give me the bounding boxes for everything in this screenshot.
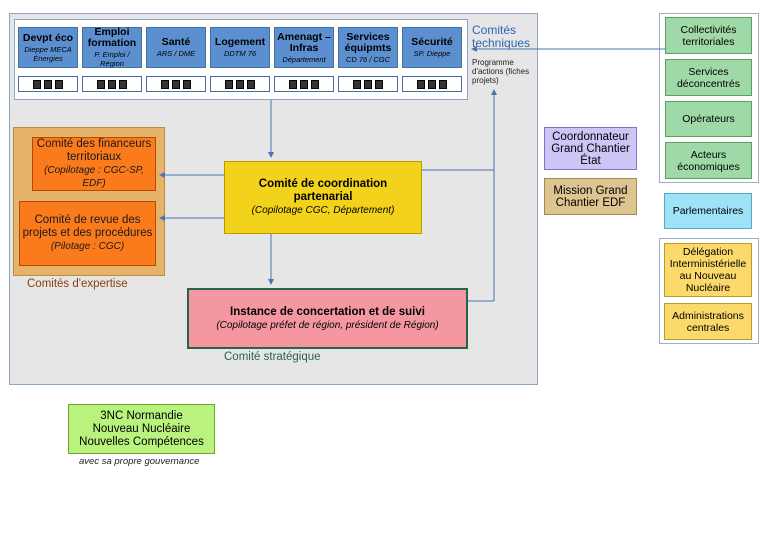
instance-title: Instance de concertation et de suivi <box>230 305 425 318</box>
document-icon <box>55 79 63 89</box>
theme-sub: DDTM 76 <box>223 49 257 58</box>
administrations-label: Administrations centrales <box>672 309 744 334</box>
document-icon <box>247 79 255 89</box>
theme-sub: CD 76 / CGC <box>345 54 391 64</box>
operateurs-box[interactable]: Opérateurs <box>665 101 752 137</box>
administrations-box[interactable]: Administrations centrales <box>664 303 752 340</box>
mission-label: Mission Grand Chantier EDF <box>553 184 628 209</box>
document-icon <box>311 79 319 89</box>
coordination-committee[interactable]: Comité de coordination partenarial (Copi… <box>224 161 422 234</box>
document-icon <box>44 79 52 89</box>
parlementaires-label: Parlementaires <box>672 205 744 217</box>
document-icon <box>161 79 169 89</box>
document-icon-group <box>338 76 398 92</box>
document-icon <box>353 79 361 89</box>
document-icon <box>289 79 297 89</box>
theme-name: Logement <box>214 36 266 48</box>
theme-sub: Dieppe MECA Énergies <box>24 44 72 63</box>
document-icon <box>417 79 425 89</box>
financers-title: Comité des financeurs territoriaux <box>36 138 152 163</box>
theme-name: Emploi formation <box>87 26 137 49</box>
document-icon <box>119 79 127 89</box>
document-icon-group <box>146 76 206 92</box>
theme-sante[interactable]: Santé ARS / DME <box>146 27 206 68</box>
document-icon-group <box>210 76 270 92</box>
theme-name: Services équipmts <box>344 30 392 54</box>
services-box[interactable]: Services déconcentrés <box>665 59 752 96</box>
review-committee[interactable]: Comité de revue des projets et des procé… <box>19 201 156 266</box>
nc3-box[interactable]: 3NC Normandie Nouveau Nucléaire Nouvelle… <box>68 404 215 454</box>
coordinator-label: Coordonnateur Grand Chantier État <box>551 130 630 167</box>
edf-mission-box[interactable]: Mission Grand Chantier EDF <box>544 178 637 215</box>
delegation-box[interactable]: Délégation Interministérielle au Nouveau… <box>664 243 752 297</box>
own-governance-label: avec sa propre gouvernance <box>79 456 200 467</box>
financers-sub: (Copilotage : CGC-SP, EDF) <box>44 165 144 189</box>
theme-services-equipmts[interactable]: Services équipmts CD 76 / CGC <box>338 27 398 68</box>
theme-devpt-eco[interactable]: Devpt éco Dieppe MECA Énergies <box>18 27 78 68</box>
theme-securite[interactable]: Sécurité SP. Dieppe <box>402 27 462 68</box>
coordination-sub: (Copilotage CGC, Département) <box>251 205 395 216</box>
document-icon <box>183 79 191 89</box>
theme-emploi-formation[interactable]: Emploi formation P. Emploi / Région <box>82 27 142 68</box>
theme-sub: P. Emploi / Région <box>94 50 130 68</box>
state-coordinator-box[interactable]: Coordonnateur Grand Chantier État <box>544 127 637 170</box>
document-icon <box>300 79 308 89</box>
document-icon <box>236 79 244 89</box>
theme-amenagt-infras[interactable]: Amenagt – Infras Département <box>274 27 334 68</box>
theme-name: Amenagt – Infras <box>277 30 331 54</box>
strategic-committee-label: Comité stratégique <box>224 351 321 363</box>
theme-sub: ARS / DME <box>156 49 196 58</box>
operateurs-label: Opérateurs <box>682 113 735 125</box>
nc3-label: 3NC Normandie Nouveau Nucléaire Nouvelle… <box>79 409 204 448</box>
review-title: Comité de revue des projets et des procé… <box>22 214 153 239</box>
financers-committee[interactable]: Comité des financeurs territoriaux (Copi… <box>32 137 156 191</box>
theme-logement[interactable]: Logement DDTM 76 <box>210 27 270 68</box>
coordination-title: Comité de coordination partenarial <box>258 178 388 203</box>
theme-sub: Département <box>282 54 326 64</box>
document-icon-group <box>274 76 334 92</box>
parlementaires-box[interactable]: Parlementaires <box>664 193 752 229</box>
document-icon <box>428 79 436 89</box>
document-icon-group <box>18 76 78 92</box>
collectivites-label: Collectivités territoriales <box>680 23 737 48</box>
document-icon <box>225 79 233 89</box>
instance-sub: (Copilotage préfet de région, président … <box>216 319 439 331</box>
theme-name: Devpt éco <box>22 31 74 44</box>
document-icon <box>364 79 372 89</box>
delegation-label: Délégation Interministérielle au Nouveau… <box>669 246 747 294</box>
review-sub: (Pilotage : CGC) <box>50 241 125 252</box>
collectivites-box[interactable]: Collectivités territoriales <box>665 17 752 54</box>
consultation-instance[interactable]: Instance de concertation et de suivi (Co… <box>187 288 468 349</box>
theme-name: Santé <box>161 36 191 48</box>
acteurs-label: Acteurs économiques <box>677 148 740 173</box>
theme-sub: SP. Dieppe <box>413 49 451 58</box>
acteurs-box[interactable]: Acteurs économiques <box>665 142 752 179</box>
services-label: Services déconcentrés <box>676 65 741 90</box>
document-icon-group <box>402 76 462 92</box>
technical-committees-label: Comités techniques <box>472 23 531 50</box>
document-icon <box>33 79 41 89</box>
document-icon-group <box>82 76 142 92</box>
theme-name: Sécurité <box>411 36 453 48</box>
document-icon <box>172 79 180 89</box>
document-icon <box>108 79 116 89</box>
document-icon <box>375 79 383 89</box>
expertise-committees-label: Comités d'expertise <box>27 278 128 290</box>
document-icon <box>439 79 447 89</box>
document-icon <box>97 79 105 89</box>
action-program-label: Programme d'actions (fiches projets) <box>472 58 530 85</box>
